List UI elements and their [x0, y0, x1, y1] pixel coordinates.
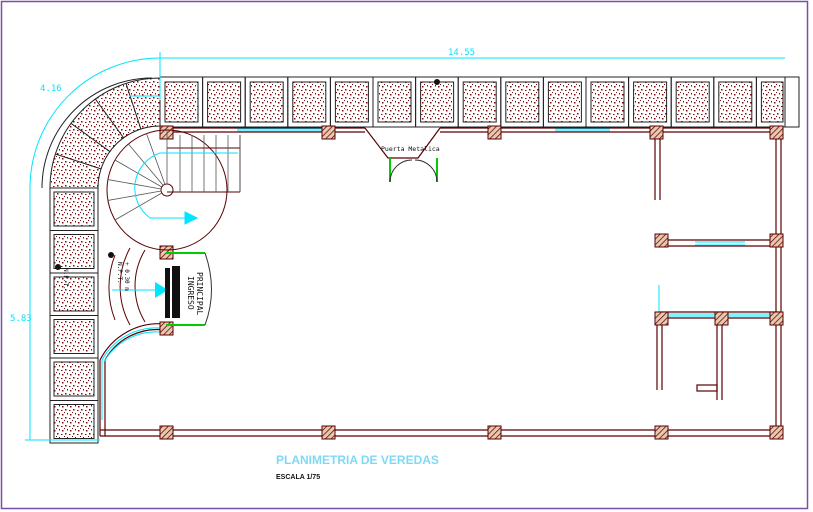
drawing-title: PLANIMETRIA DE VEREDAS	[276, 453, 439, 467]
paver-tile	[547, 81, 582, 123]
stair-path	[134, 152, 238, 225]
paver-tile	[53, 319, 95, 354]
paver-tile	[292, 81, 327, 123]
column	[769, 311, 784, 326]
column	[159, 425, 174, 440]
column	[159, 125, 174, 140]
paver-tile	[505, 81, 540, 123]
column	[654, 425, 669, 440]
door-label: Puerta Metalica	[381, 145, 440, 153]
level-label-line1: N.P.T.	[116, 262, 123, 284]
stair-tread	[146, 133, 166, 185]
metal-door	[389, 158, 438, 183]
paver-tile	[462, 81, 497, 123]
corner-joint	[125, 83, 142, 130]
level-marker-top-icon	[434, 79, 440, 85]
corner-joints	[55, 83, 142, 170]
direction-arrow-icon	[184, 211, 199, 225]
columns	[159, 125, 784, 440]
curved-corner-paving	[41, 77, 161, 189]
paver-tile	[633, 81, 668, 123]
spiral-staircase	[106, 129, 241, 251]
corner-joint	[94, 98, 124, 139]
level-marker-icon	[108, 252, 114, 258]
dimension-lines	[25, 52, 785, 441]
level-label-left-text: N.P.T.	[62, 268, 69, 290]
column	[769, 233, 784, 248]
paver-column-left	[49, 187, 99, 444]
column	[487, 125, 502, 140]
paver-tile	[377, 81, 412, 123]
paver-tile	[420, 81, 455, 123]
windows	[101, 128, 770, 420]
paver-tile	[207, 81, 242, 123]
column	[769, 425, 784, 440]
drawing-scale: ESCALA 1/75	[276, 474, 320, 481]
stair-tread	[114, 192, 163, 221]
stair-tread	[107, 190, 162, 201]
dimension-height: 5.83	[10, 314, 32, 324]
paver-tile	[53, 361, 95, 397]
paver-tile	[718, 81, 753, 123]
paver-tile	[53, 276, 95, 312]
paver-cell	[49, 400, 99, 444]
paver-tile	[53, 191, 95, 227]
entrance-label-line2: PRINCIPAL	[195, 272, 204, 316]
stair-tread	[128, 143, 164, 186]
paver-tile	[249, 81, 284, 123]
column	[649, 125, 664, 140]
main-entrance	[108, 247, 212, 326]
column	[159, 321, 174, 336]
column	[654, 311, 669, 326]
level-label-left: N.P.T.	[62, 268, 69, 290]
paver-tile	[760, 81, 784, 123]
entrance-label-line1: INGRESO	[186, 276, 195, 310]
corner-joint	[55, 153, 102, 170]
stair-tread	[114, 159, 163, 188]
corner-joint	[70, 122, 111, 152]
level-label: N.P.T. + 0.30 m	[116, 262, 130, 291]
level-label-line2: + 0.30 m	[123, 262, 130, 291]
paver-tile	[164, 81, 199, 123]
column	[321, 425, 336, 440]
paver-tile	[53, 404, 95, 439]
column	[714, 311, 729, 326]
column	[654, 233, 669, 248]
paver-tile	[675, 81, 710, 123]
paver-tile	[334, 81, 369, 123]
stair-treads	[107, 130, 241, 221]
paver-tile	[590, 81, 625, 123]
level-marker-left-icon	[55, 264, 61, 270]
entrance-label: INGRESO PRINCIPAL	[186, 272, 204, 316]
column	[321, 125, 336, 140]
dimension-radius: 4.16	[40, 84, 62, 94]
paver-tile	[53, 234, 95, 269]
column	[769, 125, 784, 140]
dimension-width: 14.55	[448, 48, 475, 58]
paver-row-top	[159, 76, 800, 128]
column	[487, 425, 502, 440]
entrance-arrow-icon	[155, 282, 168, 298]
